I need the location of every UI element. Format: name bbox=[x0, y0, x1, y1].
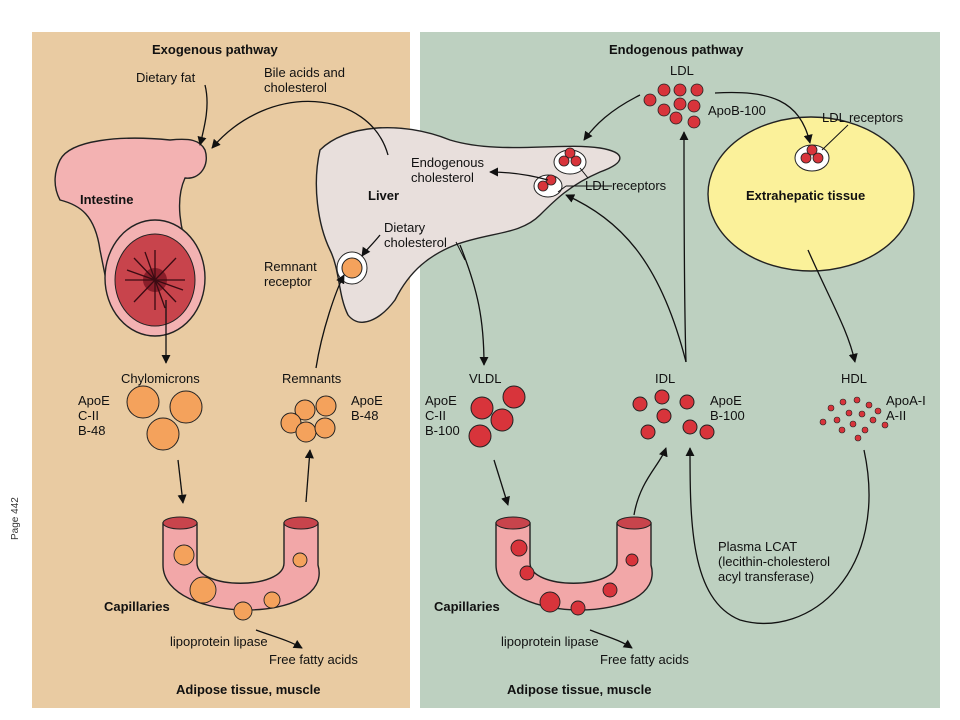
idl-particles bbox=[632, 389, 715, 440]
vldl-label: VLDL bbox=[469, 371, 502, 386]
hdl-particles bbox=[819, 396, 889, 442]
hdl-label: HDL bbox=[841, 371, 868, 386]
vldl-particles bbox=[468, 385, 526, 448]
free-fatty-acids-label-endogenous: Free fatty acids bbox=[600, 652, 689, 667]
capillaries-label-exogenous: Capillaries bbox=[104, 599, 170, 614]
remnants-label: Remnants bbox=[282, 371, 342, 386]
capillaries-label-endogenous: Capillaries bbox=[434, 599, 500, 614]
ldl-receptor-pointers bbox=[455, 124, 849, 261]
liver-label: Liver bbox=[368, 188, 400, 203]
intestine-label: Intestine bbox=[80, 192, 134, 207]
remnant-particles bbox=[280, 395, 337, 443]
remnants-apo-label: ApoE B-48 bbox=[351, 393, 383, 423]
chylomicrons-apo-label: ApoE C-II B-48 bbox=[78, 393, 110, 438]
chylomicrons-label: Chylomicrons bbox=[121, 371, 200, 386]
pathway-arrows bbox=[161, 84, 870, 649]
chylomicron-particles bbox=[126, 385, 203, 451]
extrahepatic-tissue-illustration bbox=[707, 116, 915, 272]
exogenous-pathway-title: Exogenous pathway bbox=[152, 42, 278, 57]
capillary-loop-endogenous bbox=[495, 516, 653, 616]
vldl-apo-label: ApoE C-II B-100 bbox=[425, 393, 460, 438]
endogenous-pathway-title: Endogenous pathway bbox=[609, 42, 744, 57]
remnant-receptor-label: Remnant receptor bbox=[264, 259, 317, 289]
bile-acids-label: Bile acids and cholesterol bbox=[264, 65, 345, 95]
ldl-label: LDL bbox=[670, 63, 694, 78]
hdl-apo-label: ApoA-I A-II bbox=[886, 393, 926, 423]
liver-illustration bbox=[315, 127, 621, 323]
adipose-label-exogenous: Adipose tissue, muscle bbox=[176, 682, 321, 697]
ldl-particles bbox=[643, 83, 704, 129]
extrahepatic-ldl-receptors-label: LDL receptors bbox=[822, 110, 904, 125]
lipoprotein-lipase-label-exogenous: lipoprotein lipase bbox=[170, 634, 268, 649]
idl-label: IDL bbox=[655, 371, 676, 386]
intestine-illustration bbox=[54, 137, 207, 337]
extrahepatic-tissue-label: Extrahepatic tissue bbox=[746, 188, 866, 203]
lipoprotein-lipase-label-endogenous: lipoprotein lipase bbox=[501, 634, 599, 649]
liver-ldl-receptors-label: LDL receptors bbox=[585, 178, 667, 193]
dietary-fat-label: Dietary fat bbox=[136, 70, 196, 85]
idl-apo-label: ApoE B-100 bbox=[710, 393, 745, 423]
capillary-loop-exogenous bbox=[162, 516, 320, 621]
endogenous-cholesterol-label: Endogenous cholesterol bbox=[411, 155, 485, 185]
free-fatty-acids-label-exogenous: Free fatty acids bbox=[269, 652, 358, 667]
ldl-apo-label: ApoB-100 bbox=[708, 103, 766, 118]
page-number: Page 442 bbox=[10, 497, 21, 540]
adipose-label-endogenous: Adipose tissue, muscle bbox=[507, 682, 652, 697]
plasma-lcat-label: Plasma LCAT (lecithin-cholesterol acyl t… bbox=[718, 539, 830, 584]
dietary-cholesterol-label: Dietary cholesterol bbox=[384, 220, 447, 250]
